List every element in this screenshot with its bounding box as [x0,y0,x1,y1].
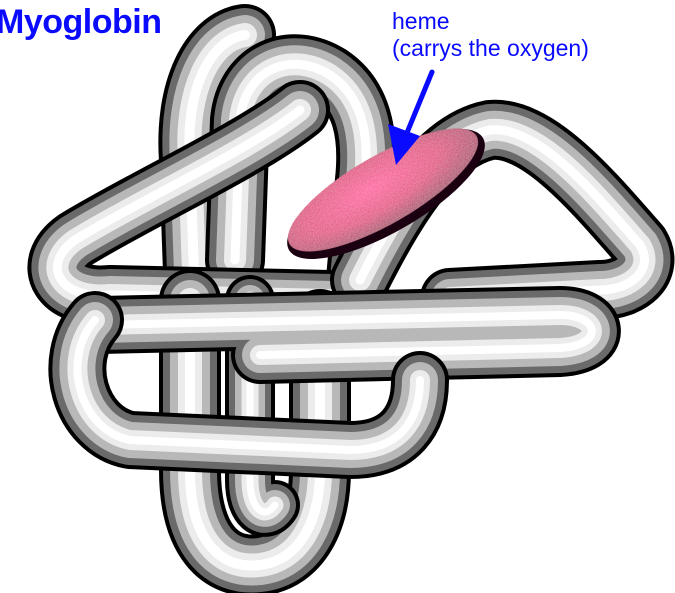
helix-front-horizontal [100,315,592,355]
